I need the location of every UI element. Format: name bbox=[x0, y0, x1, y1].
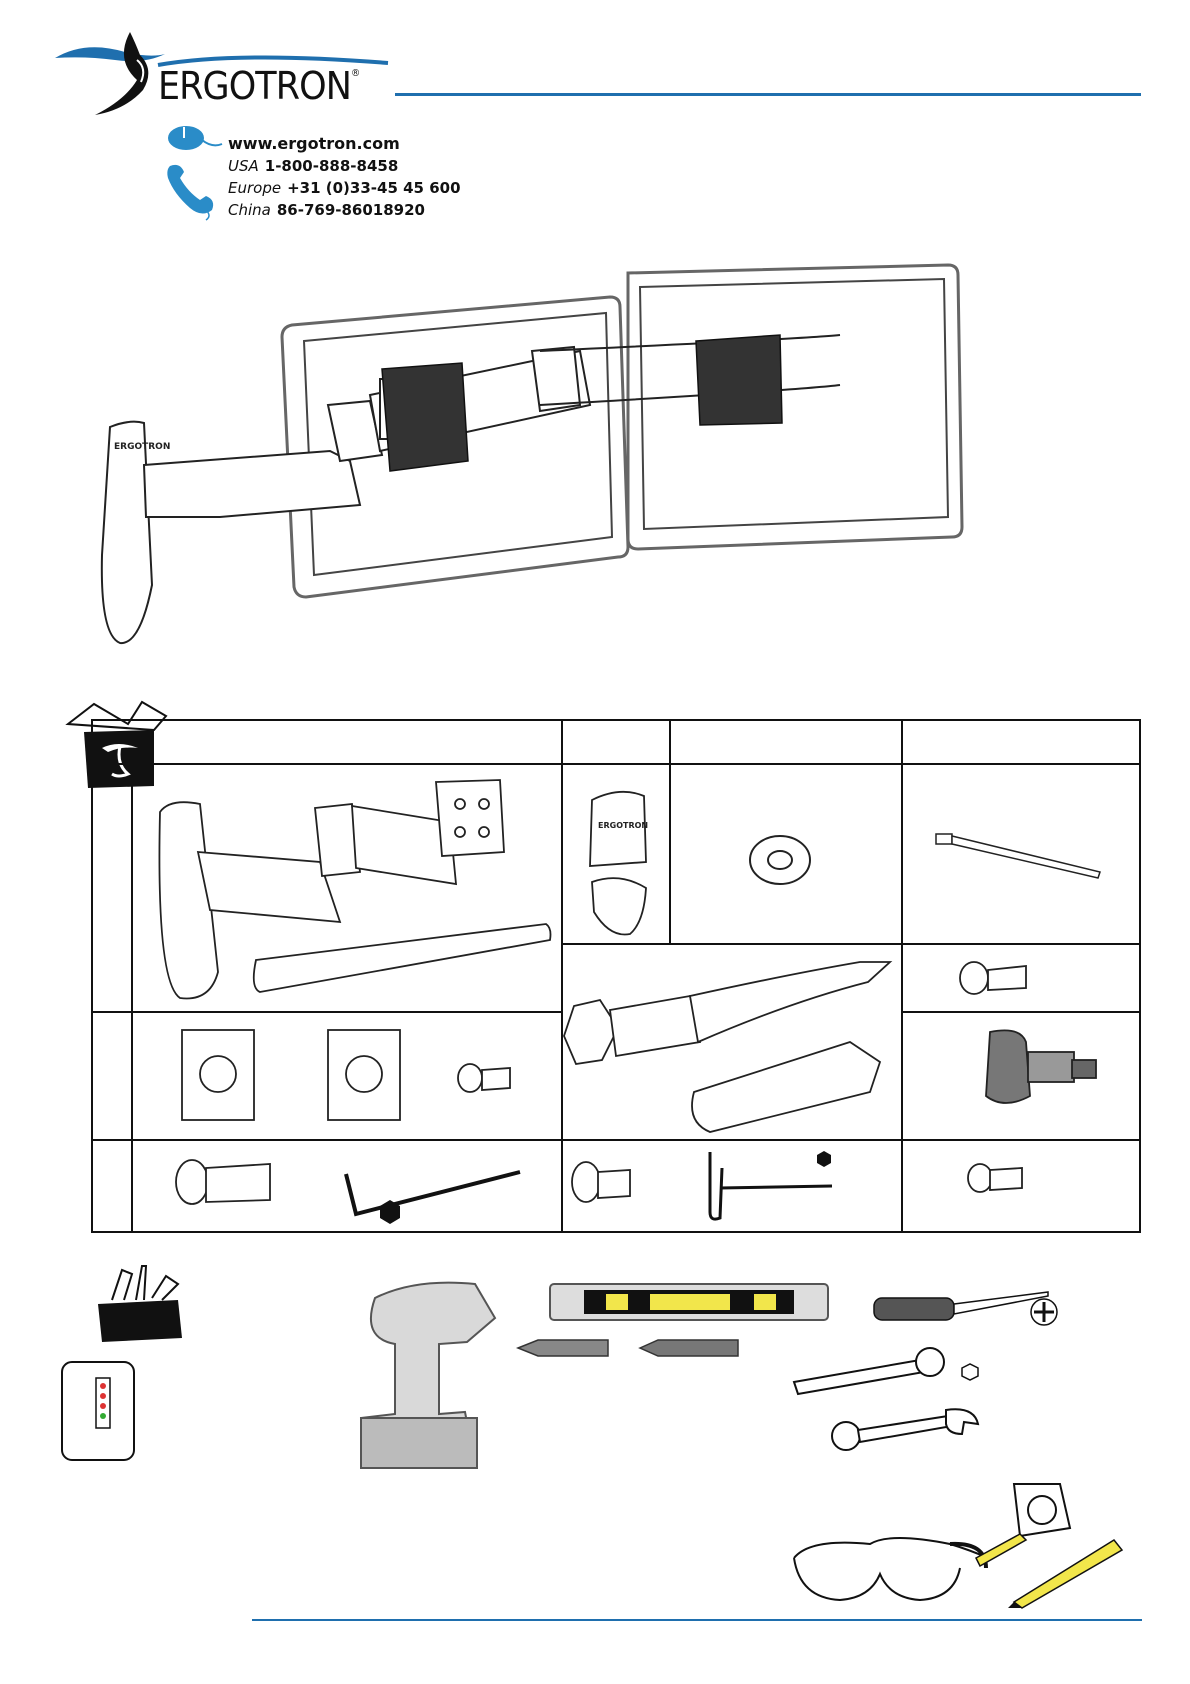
hex-icon-small bbox=[817, 1151, 831, 1167]
parts-table: ERGOTRON bbox=[90, 712, 1142, 1234]
contact-europe: Europe+31 (0)33-45 45 600 bbox=[228, 177, 461, 199]
footer-rule bbox=[252, 1619, 1142, 1621]
ergotron-logo-icon bbox=[55, 30, 165, 120]
toolbox-icon bbox=[92, 1262, 188, 1344]
header-rule bbox=[395, 93, 1141, 96]
part-long-bolt bbox=[176, 1160, 270, 1204]
part-button-screw bbox=[572, 1162, 630, 1202]
part-t-hex-key bbox=[710, 1152, 832, 1219]
part-screw-small bbox=[968, 1164, 1022, 1192]
part-vesa-plates bbox=[182, 1030, 510, 1120]
mouse-icon bbox=[166, 124, 222, 154]
pencil-icon bbox=[1008, 1534, 1126, 1608]
part-lag-bolt bbox=[564, 962, 890, 1132]
part-cable-tie bbox=[936, 834, 1100, 878]
part-washer bbox=[750, 836, 810, 884]
screwdriver-icon bbox=[872, 1282, 1060, 1332]
product-illustration: ERGOTRON bbox=[100, 255, 980, 650]
part-thumb-screw bbox=[986, 1030, 1096, 1103]
part-covers: ERGOTRON bbox=[590, 792, 648, 935]
part-hex-key-large bbox=[346, 1172, 520, 1214]
stud-finder-icon bbox=[58, 1358, 138, 1464]
drill-bit-icon bbox=[518, 1336, 748, 1360]
drill-icon bbox=[355, 1278, 515, 1478]
wrench-icon bbox=[828, 1404, 980, 1454]
safety-glasses-icon bbox=[790, 1528, 990, 1610]
part-arm-assembly bbox=[159, 780, 550, 998]
socket-wrench-icon bbox=[790, 1346, 980, 1396]
svg-text:ERGOTRON: ERGOTRON bbox=[598, 821, 648, 830]
phone-icon bbox=[166, 162, 218, 220]
level-icon bbox=[548, 1282, 830, 1322]
part-screw-m6 bbox=[960, 962, 1026, 994]
wall-plate-logo: ERGOTRON bbox=[114, 442, 170, 452]
website-link[interactable]: www.ergotron.com bbox=[228, 133, 461, 155]
brand-name: ERGOTRON® bbox=[158, 64, 359, 108]
